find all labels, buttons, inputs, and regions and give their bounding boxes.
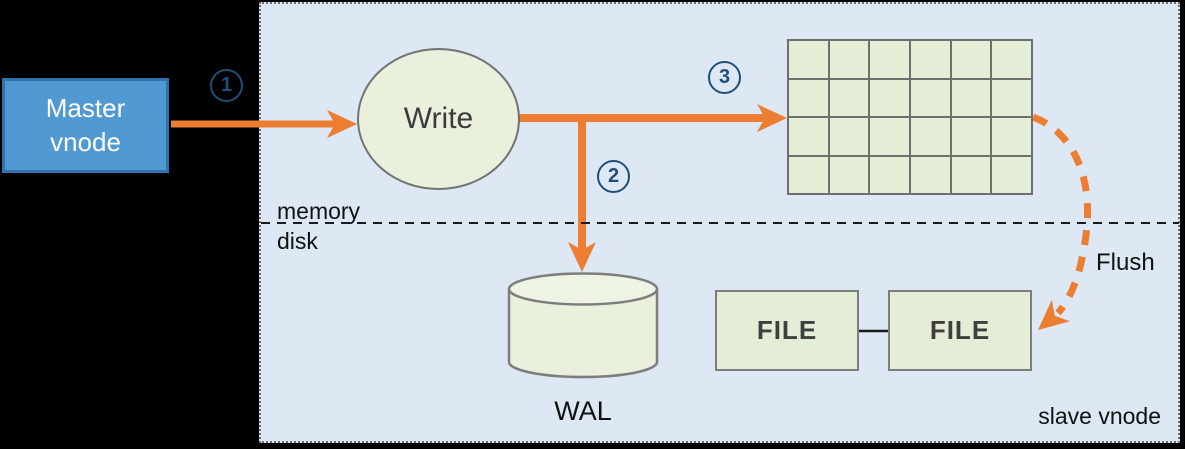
wal-label: WAL [554,396,612,426]
grid-cell [789,118,828,155]
grid-cell [911,156,950,193]
flush-label: Flush [1096,249,1155,276]
write-node-label: Write [403,102,474,135]
file-box-right: FILE [888,290,1032,371]
grid-cell [992,41,1031,78]
grid-cell [829,156,869,193]
master-vnode-label-line2: vnode [50,126,121,157]
file-box-right-label: FILE [929,315,991,345]
file-box-left: FILE [715,290,859,371]
memory-table-grid [787,39,1033,195]
step-3-label: 3 [718,66,731,88]
grid-cell [789,79,828,116]
grid-cell [911,79,950,116]
grid-cell [911,118,950,155]
grid-cell [870,156,909,193]
grid-cell [870,79,909,116]
grid-cell [911,41,950,78]
grid-cell [992,79,1031,116]
master-vnode-label-line1: Master [45,92,126,123]
master-vnode-box: Master vnode [2,78,169,173]
grid-cell [829,118,869,155]
grid-cell [951,156,991,193]
grid-cell [870,118,909,155]
grid-cell [829,41,869,78]
grid-cell [992,156,1031,193]
grid-cell [951,79,991,116]
write-node: Write [357,48,520,190]
grid-cell [870,41,909,78]
grid-cell [789,156,828,193]
grid-cell [992,118,1031,155]
memory-label: memory [277,198,361,224]
step-1-badge: 1 [210,69,243,102]
step-2-badge: 2 [597,160,630,193]
step-1-label: 1 [220,74,233,96]
grid-cell [789,41,828,78]
slave-vnode-label: slave vnode [1038,403,1161,429]
file-box-left-label: FILE [756,315,818,345]
step-3-badge: 3 [708,61,741,94]
disk-label: disk [277,228,318,254]
grid-cell [829,79,869,116]
grid-cell [951,41,991,78]
step-2-label: 2 [607,165,620,187]
grid-cell [951,118,991,155]
